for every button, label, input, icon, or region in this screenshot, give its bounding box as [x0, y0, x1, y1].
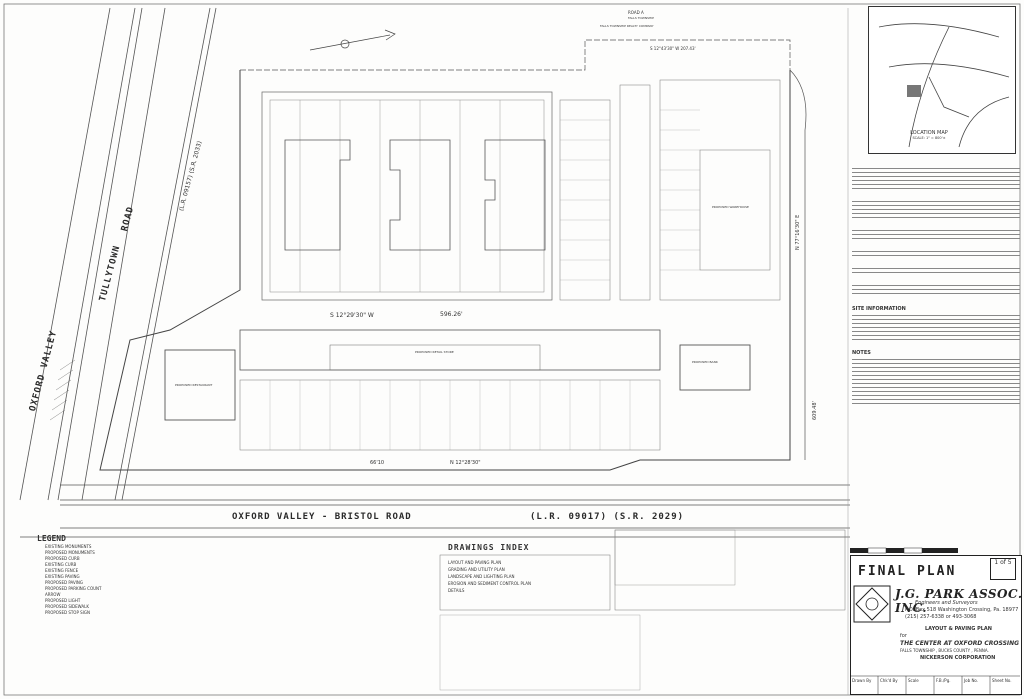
title-cell: Sheet No. [992, 678, 1012, 683]
plan-for: for [900, 633, 907, 639]
title-cell: Scale [908, 678, 919, 683]
location-map-scale: SCALE: 1" = 800'± [912, 136, 946, 140]
legend-item: EXISTING PAVING [45, 574, 80, 579]
distance-right-label: 609.48' [812, 401, 818, 420]
drawings-index-row: DETAILS [448, 588, 465, 593]
location-map-caption: LOCATION MAP SCALE: 1" = 800'± [899, 130, 959, 140]
location-map-title: LOCATION MAP [910, 130, 948, 136]
drawings-index-row: EROSION AND SEDIMENT CONTROL PLAN [448, 581, 531, 586]
sheet-number: 1 of 5 [994, 559, 1012, 566]
top-parcel-label: FALLS TOWNSHIP REALTY COMPANY [600, 24, 654, 28]
legend-item: PROPOSED PAVING [45, 580, 83, 585]
sheet-number-box: 1 of 5 [990, 558, 1016, 580]
top-road-label: ROAD A [628, 10, 644, 15]
title-block-grid: Drawn By Chk'd By Scale F.B./Pg. Job No.… [850, 666, 1020, 694]
title-cell: Drawn By [852, 678, 872, 683]
bank-label: PROPOSED BANK [692, 360, 718, 364]
drawings-index-row: LANDSCAPE AND LIGHTING PLAN [448, 574, 515, 579]
bearing-mid-label: S 12°29'30" W [330, 312, 374, 319]
warehouse-label: PROPOSED WAREHOUSE [712, 205, 749, 209]
top-road-sub: FALLS TOWNSHIP [628, 16, 654, 20]
plan-title: LAYOUT & PAVING PLAN [925, 626, 992, 632]
legend-item: EXISTING MONUMENTS [45, 544, 92, 549]
legend-item: EXISTING FENCE [45, 568, 79, 573]
firm-logo-icon [853, 585, 891, 623]
legend-item: ARROW [45, 592, 61, 597]
location-map [868, 6, 1016, 154]
legend-item: PROPOSED MONUMENTS [45, 550, 95, 555]
drawings-index-row: LAYOUT AND PAVING PLAN [448, 560, 502, 565]
top-bearing-label: S 12°43'30" W 207.43' [650, 46, 696, 51]
firm-subtitle: Engineers and Surveyors [915, 600, 978, 606]
notes-heading: NOTES [852, 350, 871, 356]
title-block-grid-lines [850, 675, 1020, 694]
final-plan-heading: FINAL PLAN [858, 564, 957, 579]
retail-store-label: PROPOSED RETAIL STORE [415, 350, 454, 354]
title-block [850, 555, 1022, 695]
legend-item: PROPOSED LIGHT [45, 598, 81, 603]
project-owner: NICKERSON CORPORATION [920, 655, 996, 661]
site-information-heading: SITE INFORMATION [852, 306, 906, 312]
legend-item: EXISTING CURB [45, 562, 77, 567]
drawings-index-title: DRAWINGS INDEX [448, 543, 530, 552]
firm-phone: (215) 257-6338 or 493-3068 [905, 614, 977, 620]
distance-mid-label: 596.26' [440, 311, 463, 318]
restaurant-label: PROPOSED RESTAURANT [175, 383, 213, 387]
location-map-drawing [878, 23, 1010, 148]
legend-item: PROPOSED PARKING COUNT [45, 586, 102, 591]
project-name: THE CENTER AT OXFORD CROSSING [900, 640, 1020, 647]
title-cell: F.B./Pg. [936, 678, 951, 683]
legend-item: PROPOSED CURB [45, 556, 80, 561]
legend-item: PROPOSED SIDEWALK [45, 604, 89, 609]
title-cell: Chk'd By [880, 678, 898, 683]
drawings-index-row: GRADING AND UTILITY PLAN [448, 567, 505, 572]
firm-name: J.G. PARK ASSOC. INC. [895, 587, 1023, 615]
bearing-bottom-label: N 12°28'30" [450, 460, 481, 466]
notes-column: SITE INFORMATION NOTES [852, 165, 1020, 407]
bottom-route-label: (L.R. 09017) (S.R. 2029) [530, 512, 685, 522]
firm-address: P.O. Box 518 Washington Crossing, Pa. 18… [905, 607, 1019, 613]
bottom-road-label: OXFORD VALLEY - BRISTOL ROAD [232, 512, 412, 522]
legend-item: PROPOSED STOP SIGN [45, 610, 90, 615]
bearing-right-label: N 77°16'30" E [795, 214, 801, 250]
legend-title: LEGEND [37, 534, 66, 543]
title-cell: Job No. [964, 678, 979, 683]
project-location: FALLS TOWNSHIP , BUCKS COUNTY , PENNA. [900, 648, 989, 653]
distance-bottom-label: 66'10 [370, 460, 385, 466]
